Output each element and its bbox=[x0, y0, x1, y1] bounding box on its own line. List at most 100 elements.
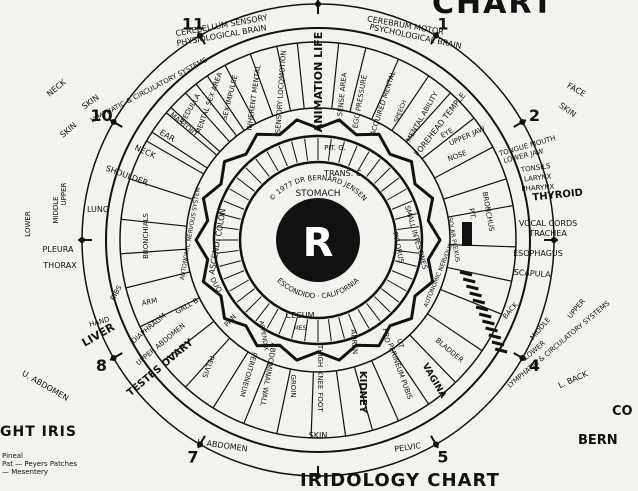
zone-divider bbox=[161, 320, 215, 363]
lesion-mark bbox=[494, 347, 508, 354]
label-pelvis: PELVIS bbox=[200, 354, 216, 379]
label-larynx: LARYNX bbox=[524, 173, 552, 184]
label-face: FACE bbox=[565, 81, 587, 99]
clock-dot bbox=[551, 237, 557, 243]
label-lower-lung: LOWER bbox=[24, 211, 32, 237]
zone-divider bbox=[139, 297, 200, 328]
iris-fibre bbox=[223, 270, 245, 280]
label-skin-right: SKIN bbox=[557, 101, 577, 119]
right-fragment-co: CO bbox=[612, 404, 633, 419]
label-bronchials: BRONCHIALS bbox=[142, 213, 150, 259]
label-abdominal-wall: ABDOMINAL WALL bbox=[258, 342, 277, 406]
label-groin: GROIN bbox=[289, 374, 297, 397]
label-thigh: THIGH bbox=[316, 344, 324, 367]
legend: Pineal Pat — Peyers Patches — Mesentery bbox=[2, 452, 77, 476]
zone-divider bbox=[224, 64, 257, 124]
iris-fibre bbox=[387, 279, 407, 292]
clock-dot bbox=[315, 1, 321, 7]
clock-dot bbox=[433, 441, 439, 448]
zone-divider bbox=[349, 47, 367, 113]
iris-fibre bbox=[266, 151, 279, 171]
iris-fibre bbox=[374, 167, 391, 184]
label-stomach: STOMACH bbox=[295, 189, 340, 199]
zone-divider bbox=[129, 178, 193, 200]
clock-dot bbox=[79, 237, 85, 243]
zone-divider bbox=[170, 107, 221, 153]
label-animation-life: ANIMATION LIFE bbox=[312, 32, 325, 133]
zone-divider bbox=[276, 368, 292, 434]
zone-divider bbox=[371, 58, 400, 120]
iris-fibre bbox=[304, 319, 309, 342]
zone-divider bbox=[335, 370, 347, 437]
iris-fibre bbox=[327, 138, 332, 161]
label-gall-b: GALL B bbox=[174, 296, 200, 316]
lesion-mark bbox=[466, 284, 479, 291]
lesion-mark bbox=[478, 312, 492, 319]
clock-dot bbox=[315, 473, 321, 478]
legend-item: Pineal bbox=[2, 452, 23, 460]
lesion-mark bbox=[459, 270, 473, 277]
iris-fibre bbox=[219, 213, 241, 220]
legend-item: — Mesentery bbox=[2, 468, 49, 476]
zone-divider bbox=[151, 131, 208, 169]
zone-divider bbox=[276, 46, 292, 112]
iris-fibre bbox=[229, 279, 249, 292]
iris-fibre bbox=[216, 249, 239, 254]
iris-fibre bbox=[374, 296, 391, 313]
inner-zone-ring bbox=[212, 134, 424, 346]
lesion-mark bbox=[482, 319, 495, 326]
clock-dot bbox=[110, 119, 117, 125]
solar-plexus-mark bbox=[462, 222, 472, 246]
clock-number-2: 2 bbox=[529, 106, 540, 125]
iris-fibre bbox=[255, 158, 270, 177]
iris-fibre bbox=[348, 313, 358, 335]
iris-fibre bbox=[348, 145, 358, 167]
label-thorax: THORAX bbox=[42, 261, 77, 270]
iris-fibre bbox=[357, 309, 370, 329]
label-pt: P.T. bbox=[467, 208, 477, 220]
zone-divider bbox=[440, 288, 502, 315]
autonomic-wreath bbox=[194, 118, 442, 362]
organ-inner-ring bbox=[185, 107, 451, 373]
iris-fibre bbox=[357, 151, 370, 171]
lesion-mark bbox=[462, 277, 476, 284]
top-title: CHART bbox=[432, 0, 555, 21]
lesion-mark bbox=[488, 333, 502, 340]
iris-fibre bbox=[395, 213, 417, 220]
label-upper-lung: UPPER bbox=[60, 182, 68, 205]
label-vagina: VAGINA bbox=[420, 362, 448, 400]
pupil-outer-ring bbox=[238, 160, 398, 320]
label-foot: FOOT bbox=[316, 392, 324, 412]
clock-number-1: 1 bbox=[437, 14, 448, 33]
clock-dot bbox=[197, 441, 203, 448]
lymphatic-ring bbox=[119, 41, 517, 439]
iris-fibre bbox=[391, 270, 413, 280]
zone-divider bbox=[371, 360, 400, 422]
label-acquired-mental: ACQUIRED MENTAL bbox=[369, 70, 397, 137]
label-skin-bottom: SKIN bbox=[309, 431, 328, 440]
zone-divider bbox=[249, 53, 274, 117]
label-u-abdomen: U. ABDOMEN bbox=[20, 369, 70, 403]
label-mes: MES bbox=[294, 325, 307, 332]
zone-divider bbox=[212, 351, 249, 409]
label-knee: KNEE bbox=[316, 371, 324, 390]
zone-divider bbox=[447, 205, 514, 218]
label-kidney: KIDNEY bbox=[357, 371, 368, 414]
label-mental-sex-area: MENTAL SEX AREA bbox=[194, 71, 224, 135]
center-letter: R bbox=[303, 220, 334, 266]
zone-divider bbox=[409, 334, 456, 383]
zone-divider bbox=[310, 371, 314, 438]
label-bronchus: BRONCHUS bbox=[481, 191, 496, 232]
lesion-mark bbox=[469, 291, 482, 298]
iris-fibre bbox=[327, 319, 332, 342]
label-pro: PRO bbox=[381, 328, 391, 344]
iris-fibre bbox=[216, 226, 239, 231]
zone-divider bbox=[331, 43, 340, 109]
zone-divider bbox=[296, 43, 305, 109]
zone-divider bbox=[421, 117, 475, 160]
lesion-mark bbox=[472, 298, 486, 305]
zone-divider bbox=[391, 349, 430, 405]
skin-ring bbox=[105, 27, 531, 453]
zone-divider bbox=[195, 83, 238, 137]
